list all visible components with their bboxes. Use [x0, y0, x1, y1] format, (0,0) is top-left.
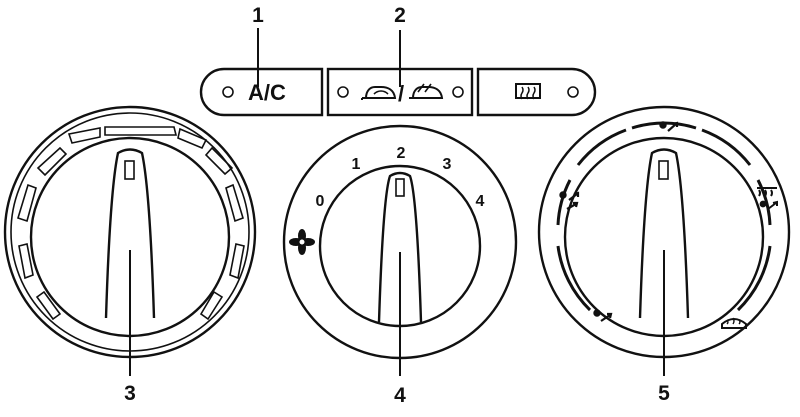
leader-lines: [129, 28, 665, 376]
temperature-scale-segments: [17, 126, 245, 321]
air-distribution-knob[interactable]: [563, 136, 765, 338]
fresh-air-icon: [409, 83, 444, 99]
fan-speed-knob[interactable]: [318, 164, 482, 328]
fan-speed-knob-assembly: 0 1 2 3 4: [282, 124, 518, 360]
temperature-knob-pointer: [124, 160, 135, 180]
fan-scale-3: 3: [443, 156, 452, 173]
ac-indicator-led: [222, 86, 234, 98]
rear-defrost-indicator-led: [567, 86, 579, 98]
fan-speed-knob-pointer: [395, 178, 405, 197]
ac-button-label: A/C: [248, 80, 286, 105]
face-feet-icon: [757, 187, 778, 210]
callout-5: 5: [658, 382, 670, 405]
temperature-knob-assembly: [3, 105, 257, 359]
fan-speed-knob-bezel: [282, 124, 518, 360]
air-distribution-knob-bezel: [537, 105, 791, 359]
windshield-face-icon: [559, 191, 580, 210]
fan-scale-2: 2: [397, 145, 406, 162]
callout-2: 2: [394, 4, 406, 27]
air-distribution-knob-grip[interactable]: [638, 148, 690, 319]
callout-4: 4: [394, 384, 406, 407]
rear-defrost-icon: [515, 83, 541, 100]
fresh-air-indicator-led: [452, 86, 464, 98]
rear-defrost-button[interactable]: [476, 67, 597, 117]
feet-icon: [593, 309, 613, 322]
callout-3: 3: [124, 382, 136, 405]
temperature-knob[interactable]: [29, 136, 231, 338]
fan-scale-0: 0: [316, 193, 325, 210]
air-distribution-knob-pointer: [658, 160, 669, 180]
fan-icon: [289, 229, 315, 255]
ac-button[interactable]: A/C: [199, 67, 324, 117]
recirculation-indicator-led: [337, 86, 349, 98]
recirculation-button[interactable]: /: [326, 67, 474, 117]
temperature-knob-grip[interactable]: [104, 148, 156, 319]
fan-scale-1: 1: [352, 156, 361, 173]
callout-1: 1: [252, 4, 264, 27]
recirculation-separator: /: [398, 81, 404, 106]
button-strip: A/C /: [199, 67, 597, 117]
windshield-defrost-icon: [721, 317, 747, 329]
face-vent-icon: [659, 121, 679, 132]
recirculation-icon: [361, 86, 397, 100]
temperature-knob-bezel: [3, 105, 257, 359]
fan-scale-4: 4: [476, 193, 485, 210]
fan-speed-knob-grip[interactable]: [377, 171, 423, 323]
air-distribution-knob-assembly: [537, 105, 791, 359]
